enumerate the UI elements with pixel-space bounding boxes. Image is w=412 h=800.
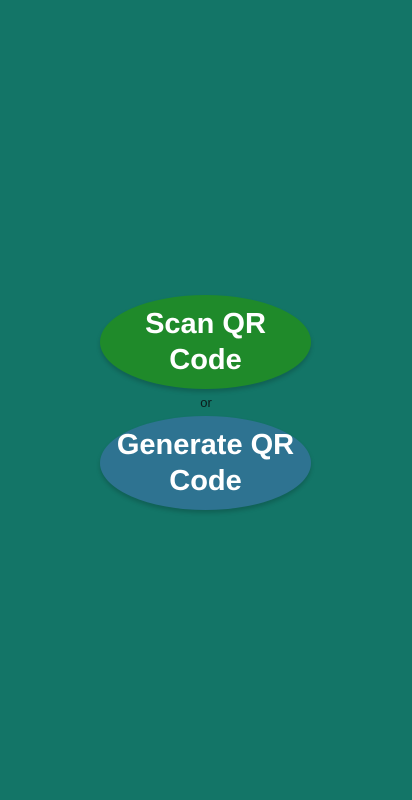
scan-qr-code-button[interactable]: Scan QR Code <box>100 295 311 389</box>
generate-qr-code-button[interactable]: Generate QR Code <box>100 416 311 510</box>
or-separator-text: or <box>200 395 212 410</box>
